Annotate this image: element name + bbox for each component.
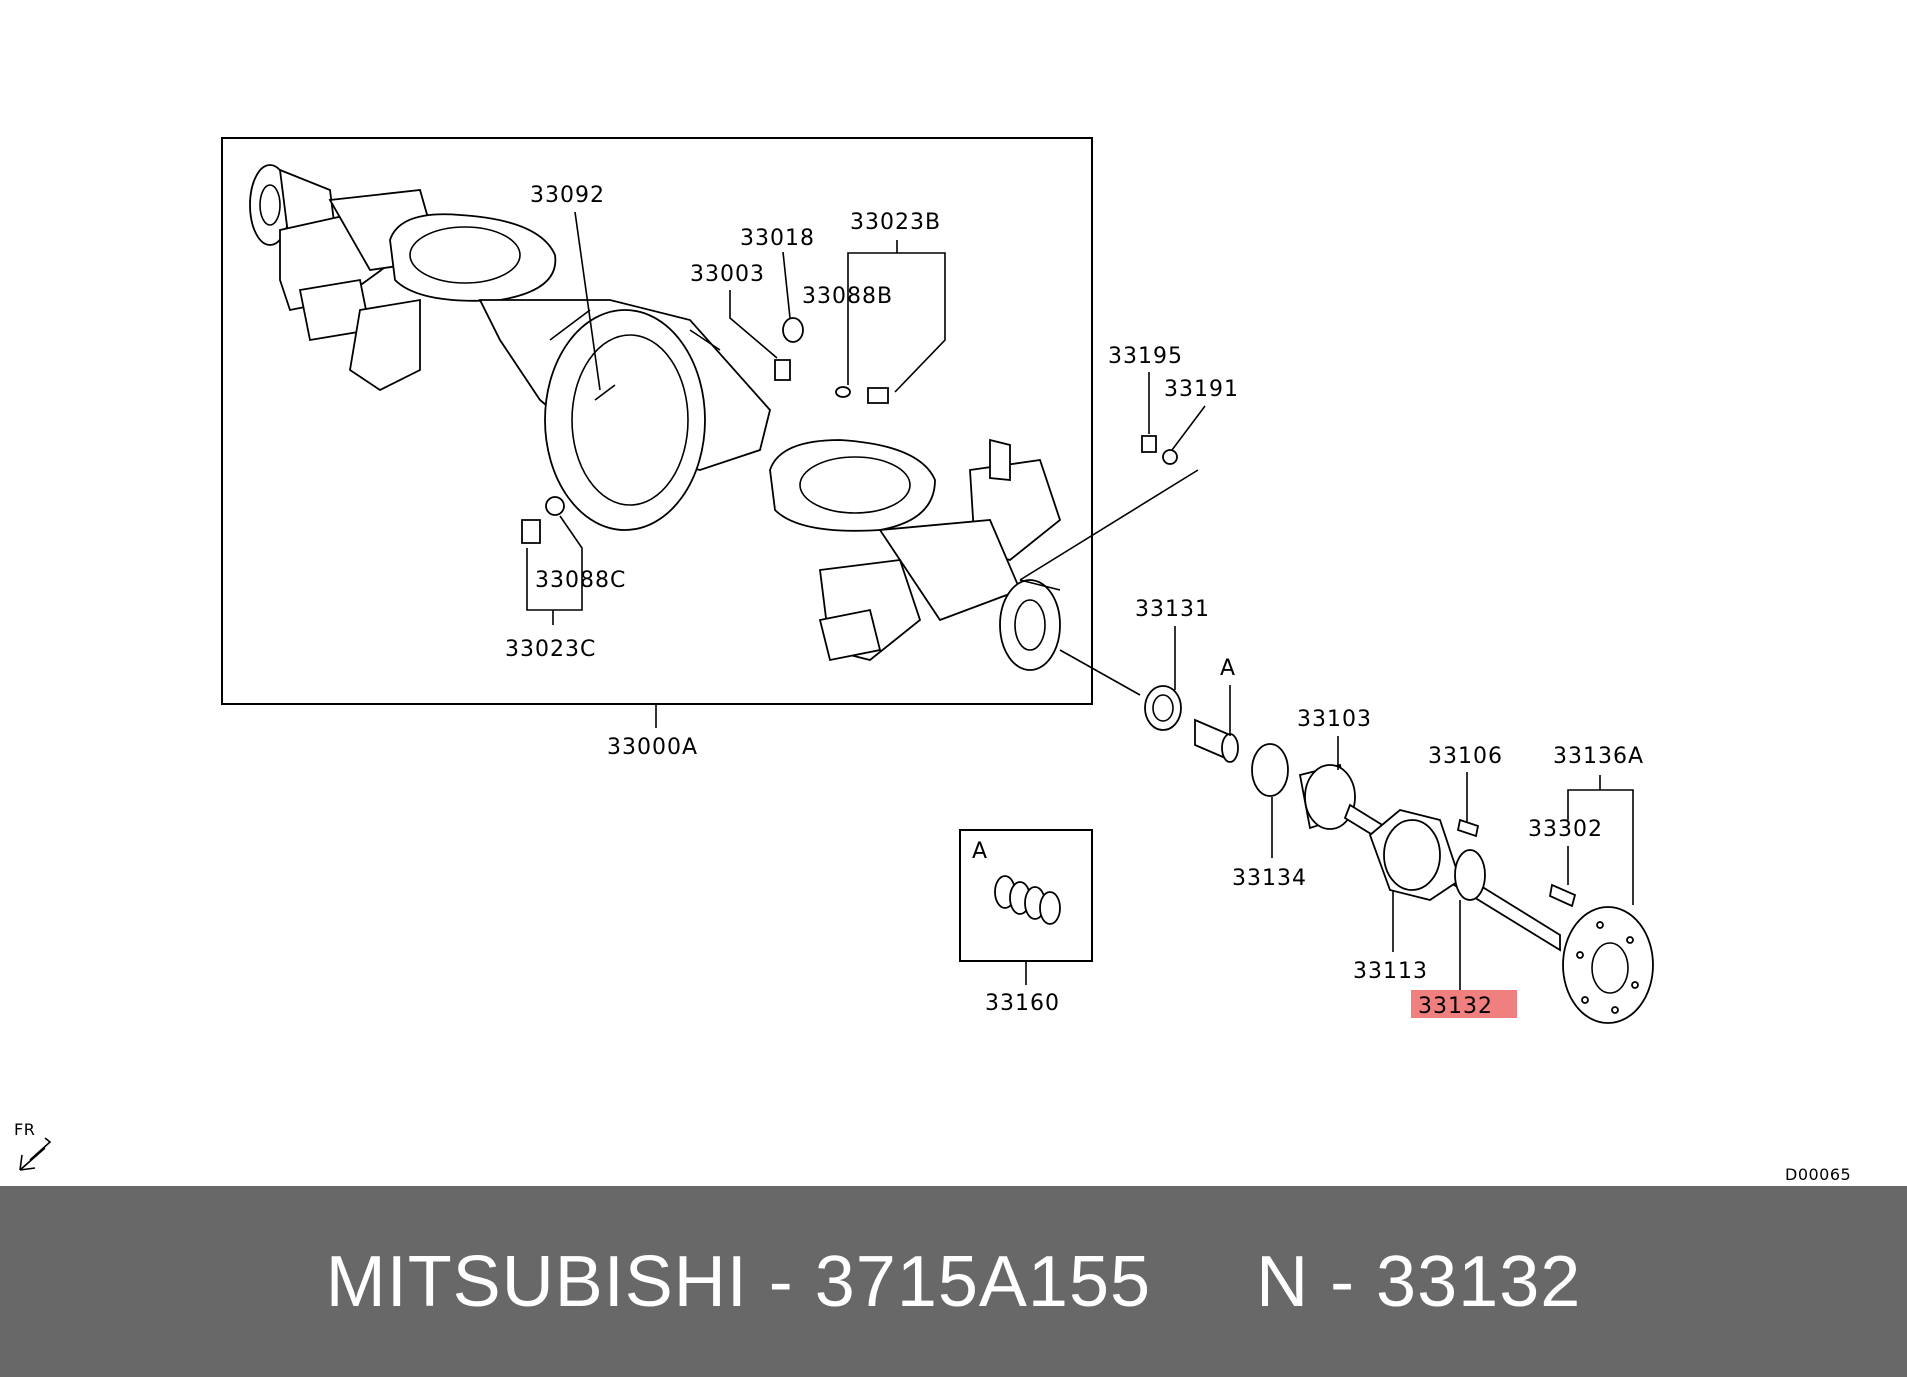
label-33023B: 33023B bbox=[850, 210, 941, 235]
label-33191: 33191 bbox=[1164, 377, 1239, 402]
label-33092: 33092 bbox=[530, 183, 605, 208]
callout-a: A bbox=[1220, 656, 1236, 681]
label-33023C: 33023C bbox=[505, 637, 596, 662]
spacer-33132 bbox=[1454, 849, 1486, 901]
label-33160: 33160 bbox=[985, 991, 1060, 1016]
label-33018: 33018 bbox=[740, 226, 815, 251]
breather-33003 bbox=[774, 359, 791, 381]
nut-33195 bbox=[1141, 435, 1157, 453]
gasket-33088B bbox=[835, 386, 851, 398]
label-33003: 33003 bbox=[690, 262, 765, 287]
inset-callout-a: A bbox=[972, 839, 988, 864]
plug-33018 bbox=[782, 317, 804, 343]
inset-box-33160 bbox=[959, 829, 1093, 962]
label-33088B: 33088B bbox=[802, 284, 893, 309]
bolt-33106 bbox=[1456, 818, 1480, 838]
diagram-code: D00065 bbox=[1785, 1165, 1851, 1184]
part-number-banner: MITSUBISHI - 3715A155 N - 33132 bbox=[0, 1186, 1907, 1377]
axle-housing-frame bbox=[221, 137, 1093, 705]
axle-housing-illustration bbox=[249, 164, 1062, 671]
label-33000A: 33000A bbox=[607, 735, 698, 760]
label-33106: 33106 bbox=[1428, 744, 1503, 769]
label-33134: 33134 bbox=[1232, 866, 1307, 891]
gasket-33088C bbox=[545, 496, 565, 516]
label-33103: 33103 bbox=[1297, 707, 1372, 732]
washer-33191 bbox=[1162, 449, 1178, 465]
label-33132: 33132 bbox=[1418, 994, 1493, 1019]
bolt-33302 bbox=[1548, 883, 1577, 908]
bearing-33103 bbox=[1304, 764, 1356, 830]
ring-set-33160 bbox=[994, 875, 1061, 925]
axle-shaft-assembly bbox=[1059, 649, 1654, 1024]
label-33136A: 33136A bbox=[1553, 744, 1644, 769]
parts-diagram: 33092 33018 33023B 33003 33088B 33195 33… bbox=[14, 137, 1851, 1184]
highlight-33132 bbox=[1411, 990, 1517, 1018]
label-33131: 33131 bbox=[1135, 597, 1210, 622]
label-33088C: 33088C bbox=[535, 568, 626, 593]
label-33113: 33113 bbox=[1353, 959, 1428, 984]
ring-33134 bbox=[1251, 743, 1289, 797]
label-33195: 33195 bbox=[1108, 344, 1183, 369]
plug-33023B bbox=[867, 387, 889, 404]
fr-label: FR bbox=[14, 1120, 35, 1139]
axle-flange-33136A bbox=[1562, 906, 1654, 1024]
part-number-text: MITSUBISHI - 3715A155 N - 33132 bbox=[325, 1241, 1582, 1322]
oil-seal-33131 bbox=[1144, 685, 1182, 731]
front-arrow-icon bbox=[19, 1137, 52, 1171]
plug-33023C bbox=[521, 519, 541, 544]
label-33302: 33302 bbox=[1528, 817, 1603, 842]
